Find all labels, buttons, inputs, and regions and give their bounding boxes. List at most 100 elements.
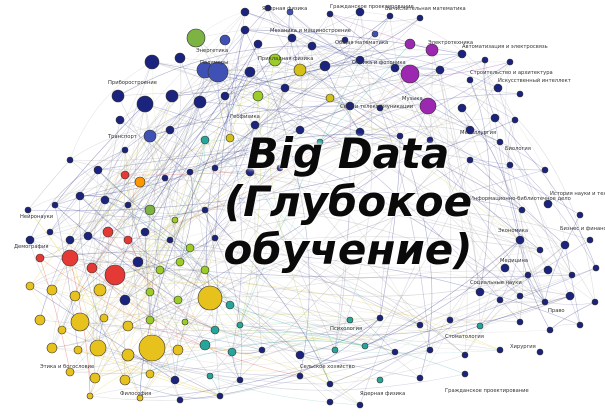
graph-edge [51, 174, 126, 349]
graph-edge [199, 101, 523, 211]
graph-edge [144, 73, 411, 233]
graph-edge [549, 324, 581, 331]
graph-edge [519, 295, 596, 305]
graph-edge [114, 237, 216, 276]
graph-node [355, 127, 365, 137]
graph-edge [274, 59, 285, 169]
graph-node [73, 345, 83, 355]
graph-edge [267, 7, 301, 71]
graph-edge [103, 313, 186, 323]
graph-edge [284, 17, 421, 89]
graph-node [102, 226, 114, 238]
graph-node-label: История науки и техники [550, 191, 605, 197]
graph-edge [99, 269, 206, 291]
graph-edge [54, 169, 99, 206]
graph-edge [219, 61, 511, 397]
graph-node [132, 256, 144, 268]
graph-edge [195, 37, 431, 351]
graph-edge [99, 219, 176, 291]
graph-nodes [24, 4, 600, 409]
graph-edge [195, 37, 286, 89]
graph-edge [149, 101, 201, 211]
graph-edge [51, 289, 151, 299]
graph-edge [274, 59, 351, 107]
graph-edge [249, 37, 293, 173]
graph-edge [519, 267, 597, 297]
graph-node [461, 370, 469, 378]
graph-edge [91, 267, 301, 377]
graph-edge [329, 354, 466, 385]
graph-edge [469, 159, 566, 246]
graph-edge [54, 29, 246, 206]
graph-edge [179, 171, 193, 263]
graph-edge [87, 235, 301, 356]
graph-node [144, 54, 160, 70]
graph-edge [214, 17, 421, 169]
graph-edge [127, 7, 269, 206]
graph-node [185, 243, 195, 253]
graph-edge [204, 331, 366, 347]
graph-edge [117, 95, 396, 353]
graph-edge [148, 209, 153, 349]
graph-node-label: Биология [505, 146, 531, 152]
graph-node [225, 133, 235, 143]
graph-node [155, 265, 165, 275]
graph-node [57, 325, 67, 335]
graph-node [515, 235, 525, 245]
graph-edge [189, 105, 351, 173]
graph-edge [364, 159, 471, 347]
graph-edge [89, 386, 221, 397]
graph-node [172, 344, 184, 356]
graph-node [66, 156, 74, 164]
graph-edge [127, 71, 219, 241]
graph-node-label: Этика и богословие [40, 364, 94, 370]
graph-edge [429, 49, 433, 141]
graph-node [376, 376, 384, 384]
graph-edge [127, 354, 301, 379]
graph-node-label: Нейронауки [20, 213, 53, 220]
graph-edge [29, 69, 441, 287]
graph-edge [51, 289, 141, 399]
graph-edge [329, 239, 591, 403]
graph-edge [204, 269, 361, 406]
graph-edge [274, 49, 433, 61]
graph-edge [127, 139, 431, 327]
graph-edge [144, 103, 231, 139]
graph-edge [149, 43, 259, 211]
graph-node-label: Геофизика [230, 114, 260, 120]
graph-edge [61, 329, 301, 377]
graph-edge [97, 169, 191, 249]
graph-node [416, 14, 424, 22]
graph-node [376, 314, 384, 322]
graph-edge [97, 239, 171, 349]
graph-edge [144, 139, 206, 233]
graph-edge [189, 171, 221, 397]
graph-edge [449, 319, 521, 323]
graph-edge [299, 69, 431, 141]
graph-edge [279, 45, 313, 169]
graph-node [435, 65, 445, 75]
graph-node [186, 168, 194, 176]
graph-edge [124, 340, 366, 381]
graph-edge [69, 237, 421, 326]
graph-edge [209, 375, 361, 406]
graph-edge [284, 69, 441, 89]
graph-node [211, 164, 219, 172]
graph-edge [107, 191, 523, 233]
graph-node [425, 43, 439, 57]
graph-edge [195, 37, 466, 356]
graph-edge [229, 69, 301, 139]
graph-edge [249, 71, 321, 143]
graph-node [426, 136, 434, 144]
graph-edge [69, 129, 301, 161]
graph-node [264, 4, 272, 12]
graph-edge [359, 125, 501, 143]
graph-edge [61, 65, 326, 331]
graph-edge [127, 95, 259, 206]
graph-edge [69, 159, 466, 356]
graph-edge [239, 295, 571, 336]
graph-edge [329, 13, 381, 109]
graph-node-label: Металлургия [460, 130, 496, 136]
graph-edge [319, 43, 411, 143]
graph-node [345, 101, 355, 111]
